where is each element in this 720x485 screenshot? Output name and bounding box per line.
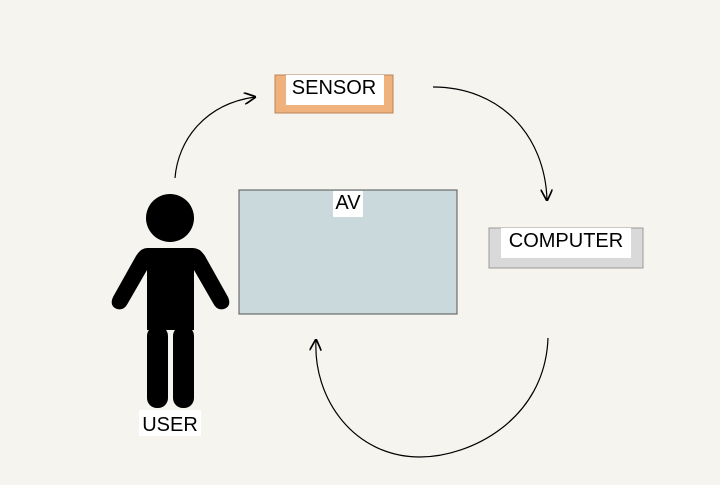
user-node: USER: [111, 194, 230, 436]
av-label-bg: [333, 191, 363, 217]
arrow-user-to-sensor: [174, 97, 255, 179]
computer-node: COMPUTER: [488, 227, 644, 269]
arrow-computer-to-av: [316, 337, 549, 458]
computer-label: COMPUTER: [509, 230, 623, 252]
sensor-label-bg: [286, 75, 384, 105]
sensor-label: SENSOR: [292, 77, 376, 99]
av-node: AV: [238, 189, 458, 315]
computer-label-bg: [501, 228, 631, 258]
av-label: AV: [335, 192, 361, 214]
sensor-node: SENSOR: [274, 74, 394, 114]
user-label: USER: [142, 414, 198, 436]
person-icon: [111, 194, 230, 408]
arrow-sensor-to-computer: [432, 86, 547, 200]
user-label-bg: [139, 410, 201, 436]
